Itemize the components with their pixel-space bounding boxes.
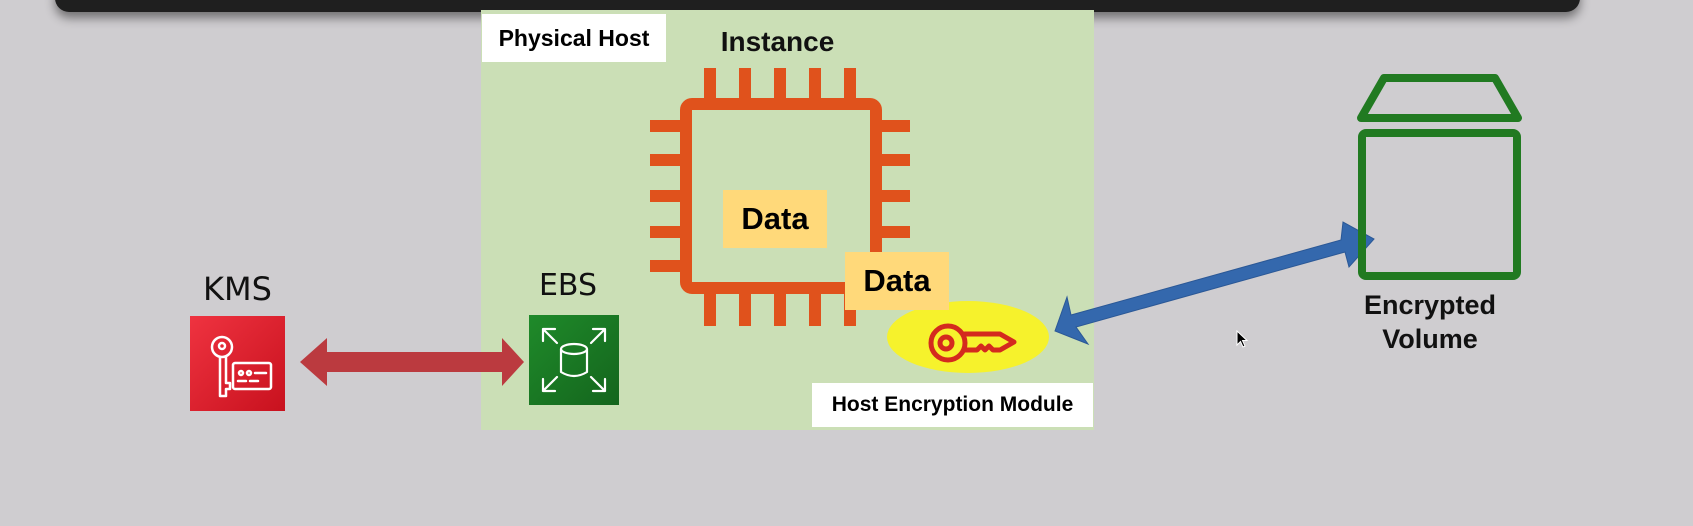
ebs-label: EBS xyxy=(538,268,598,303)
encryption-data-box: Data xyxy=(845,252,949,310)
kms-ebs-arrow xyxy=(300,338,524,386)
physical-host-label: Physical Host xyxy=(482,14,666,62)
kms-label: KMS xyxy=(203,270,272,308)
mouse-cursor-icon xyxy=(1236,330,1249,348)
key-ellipse xyxy=(887,301,1049,373)
window-top-bar xyxy=(55,0,1580,12)
volume-box-icon xyxy=(1357,74,1522,280)
host-encryption-module-label: Host Encryption Module xyxy=(812,383,1093,427)
ebs-volume-icon xyxy=(529,315,619,405)
key-icon xyxy=(928,323,1017,363)
key-volume-arrow xyxy=(1054,221,1375,346)
cpu-chip-icon xyxy=(650,68,910,326)
encrypted-volume-label: Encrypted Volume xyxy=(1330,288,1530,356)
encrypted-volume-label-line2: Volume xyxy=(1382,324,1478,354)
instance-data-box: Data xyxy=(723,190,827,248)
kms-key-icon xyxy=(190,316,285,411)
encrypted-volume-label-line1: Encrypted xyxy=(1363,290,1497,320)
instance-label: Instance xyxy=(720,26,835,57)
